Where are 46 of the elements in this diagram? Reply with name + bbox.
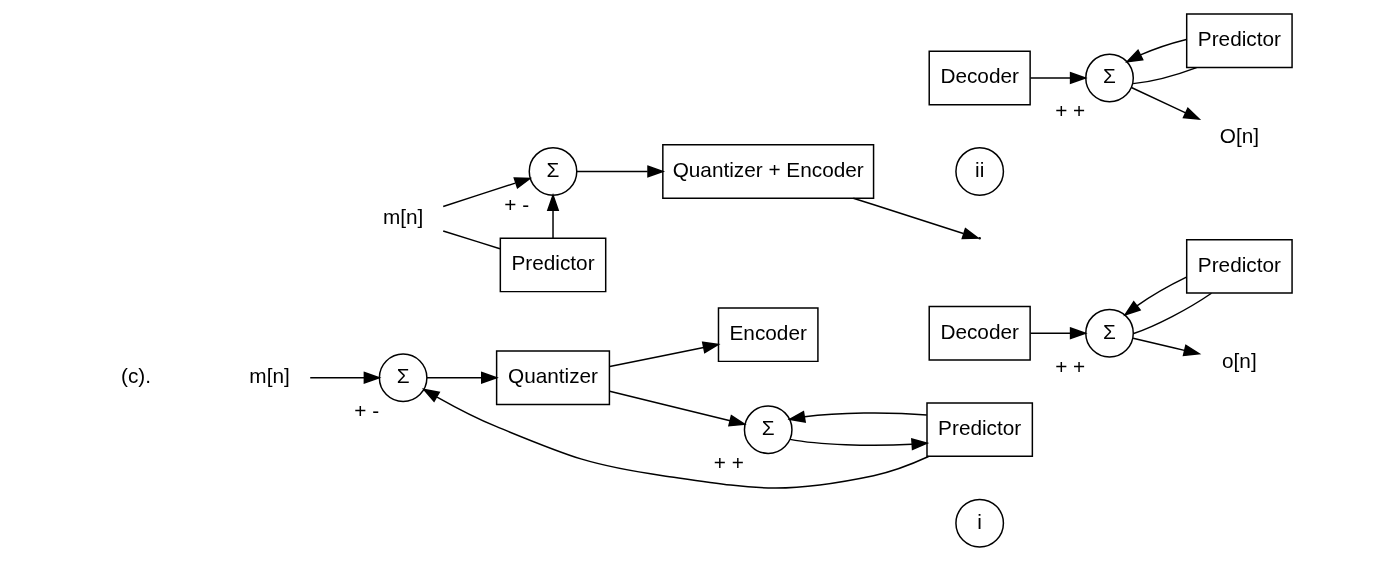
arrow	[546, 193, 559, 239]
node-text: m[n]	[382, 205, 423, 229]
connector	[441, 230, 501, 250]
connector	[1132, 292, 1212, 335]
node-box: Predictor	[499, 237, 606, 293]
arrow	[1122, 276, 1187, 317]
connector	[1131, 66, 1197, 85]
node-text: o[n]	[1221, 349, 1257, 373]
arrow	[425, 371, 499, 384]
arrow	[1029, 71, 1088, 85]
node-circle: Σ	[528, 146, 577, 196]
node-label: + +	[713, 451, 744, 475]
node-box: Predictor	[1185, 13, 1293, 69]
node-circle: ii	[954, 146, 1004, 196]
arrow	[575, 165, 665, 178]
node-circle: Σ	[378, 353, 428, 403]
arrow	[852, 197, 980, 240]
node-circle: Σ	[1084, 308, 1134, 358]
arrow	[1130, 86, 1201, 121]
node-circle: Σ	[743, 405, 793, 455]
node-box: Decoder	[928, 50, 1031, 106]
node-text: O[n]	[1219, 123, 1259, 147]
node-circle: i	[954, 498, 1004, 548]
node-box: Quantizer + Encoder	[661, 143, 874, 199]
arrow	[608, 390, 747, 427]
arrow	[608, 341, 720, 368]
node-label: + +	[1054, 354, 1085, 378]
arrow	[786, 410, 927, 423]
arrow	[441, 177, 532, 208]
node-text: m[n]	[248, 364, 290, 388]
arrow	[788, 438, 929, 451]
node-box: Predictor	[925, 402, 1033, 458]
arrow	[1029, 326, 1088, 340]
node-circle: Σ	[1084, 53, 1134, 103]
arrow	[1131, 337, 1201, 357]
node-label: + -	[503, 192, 529, 216]
node-label: + +	[1054, 99, 1085, 123]
node-label: + -	[353, 399, 379, 423]
arrow	[421, 388, 929, 489]
node-box: Decoder	[928, 305, 1031, 361]
arrow	[309, 371, 381, 384]
node-box: Encoder	[717, 307, 819, 363]
arrow	[1124, 38, 1187, 63]
label: (c).	[120, 364, 151, 388]
node-box: Predictor	[1185, 238, 1293, 294]
node-box: Quantizer	[495, 350, 610, 406]
